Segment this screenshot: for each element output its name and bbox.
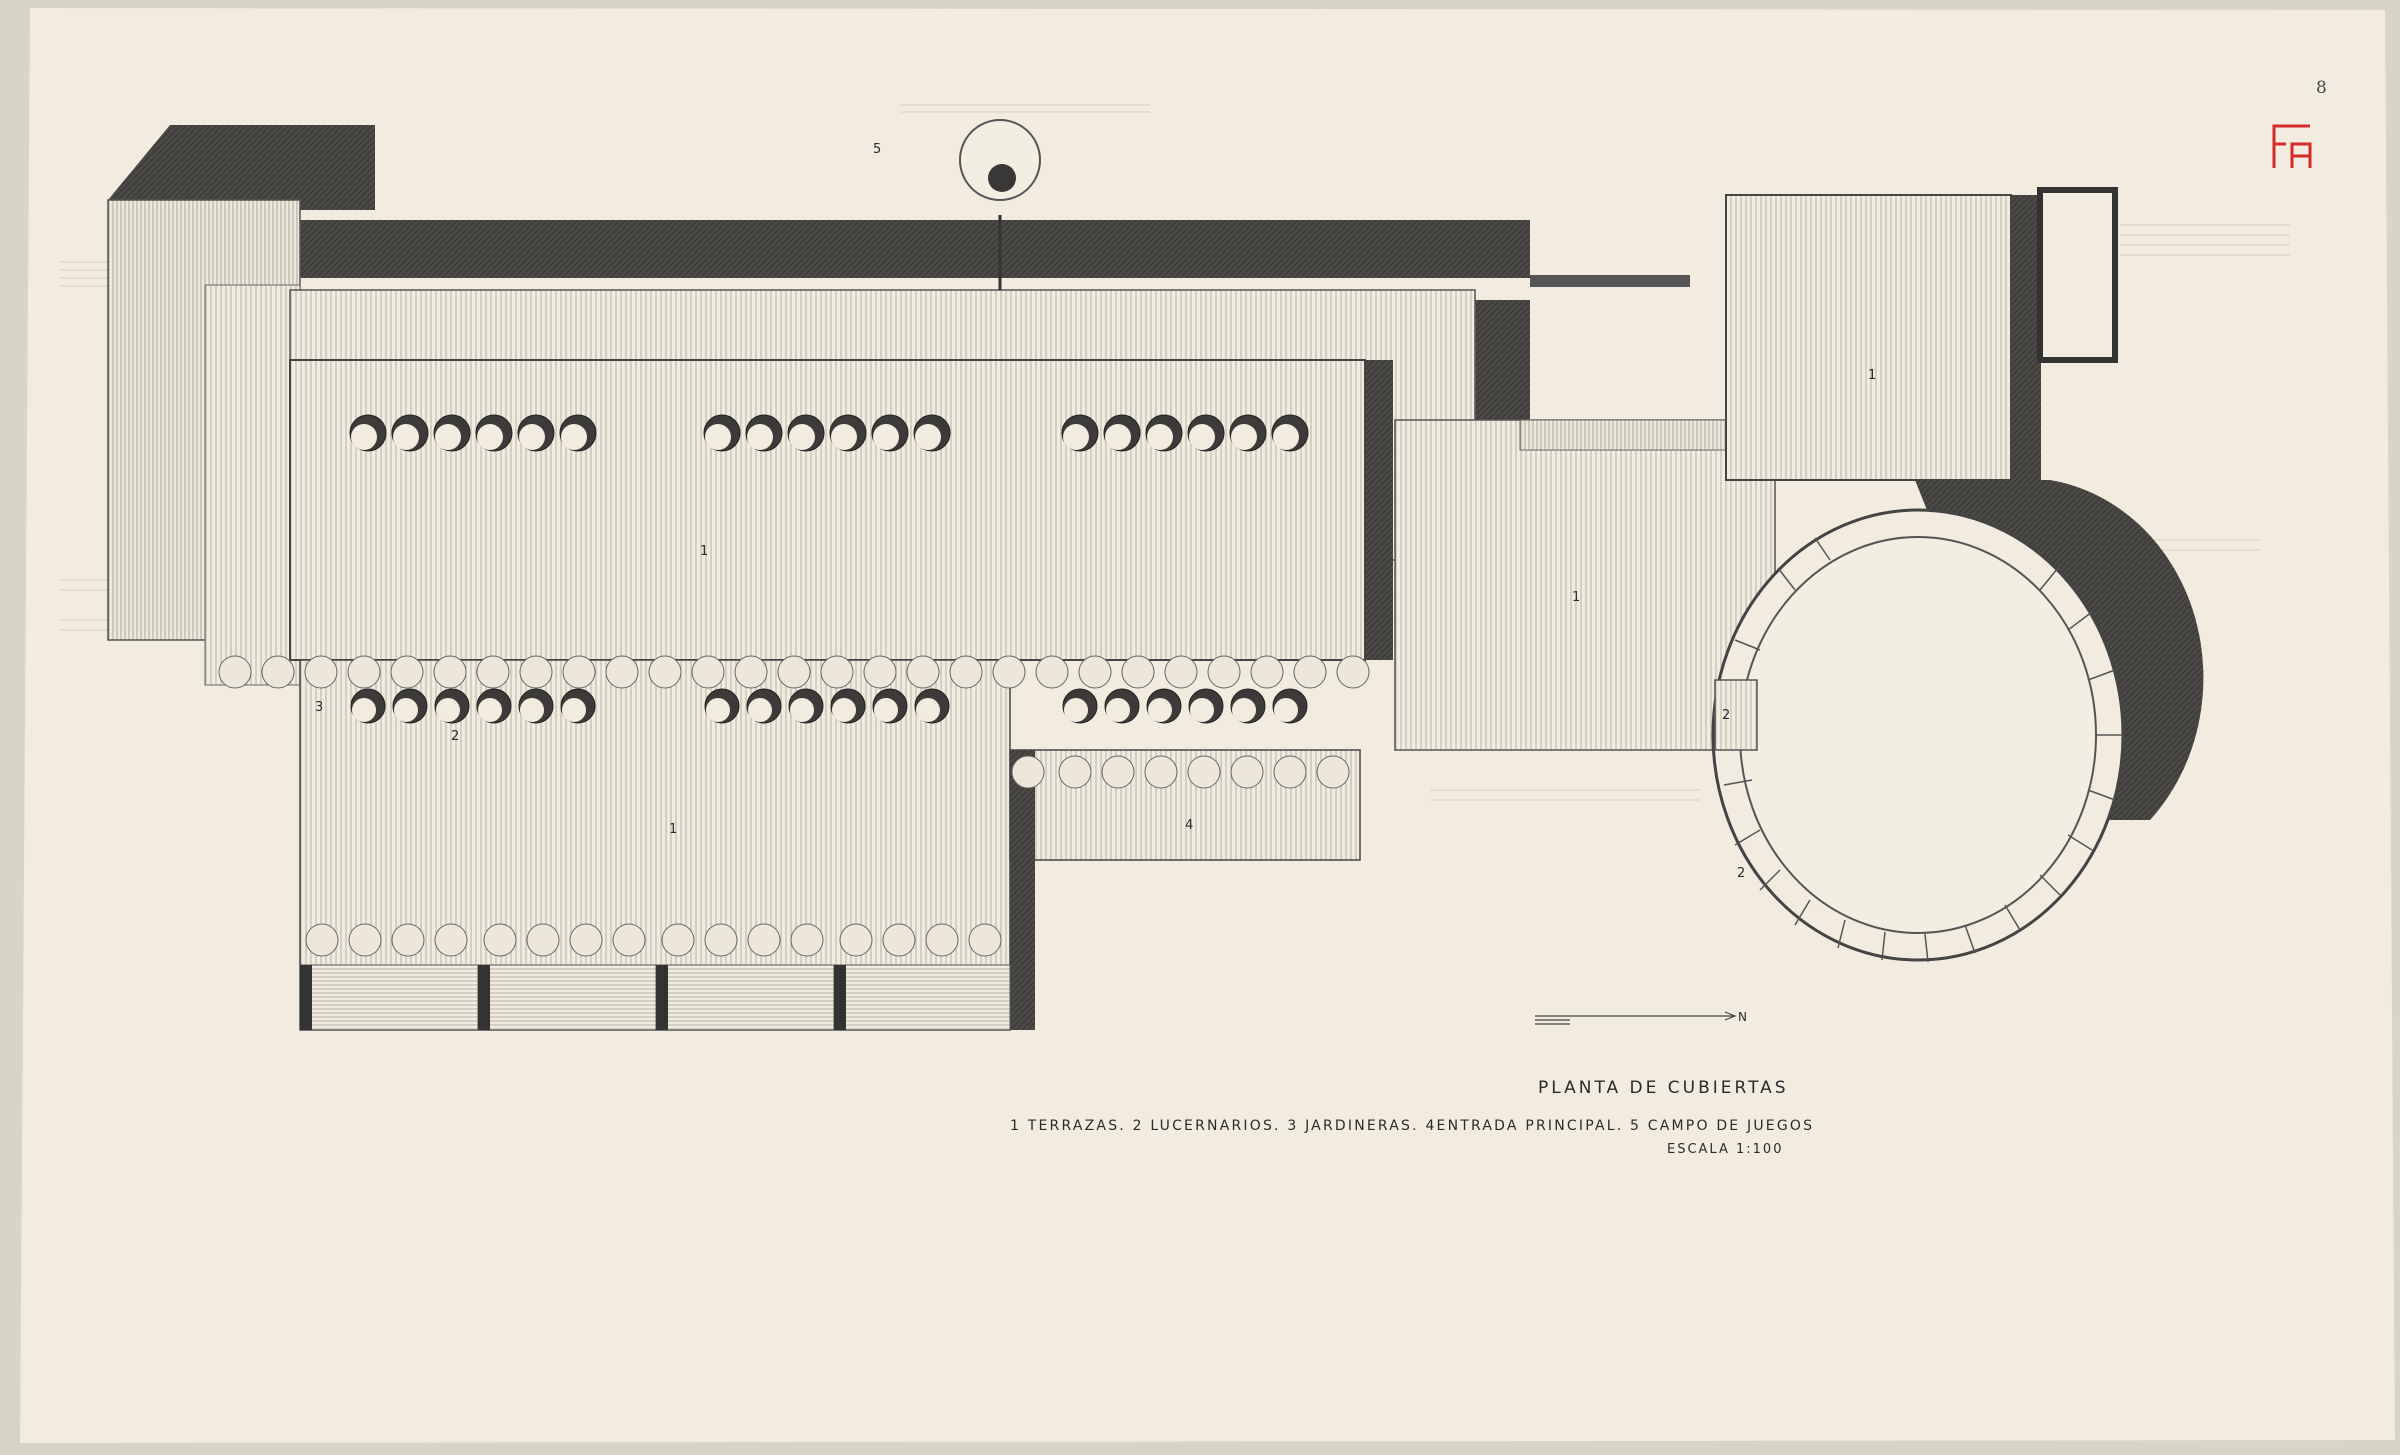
north-label: N bbox=[1738, 1010, 1747, 1024]
plan-label-terrace: 1 bbox=[669, 822, 678, 837]
sheet-number: 8 bbox=[2316, 78, 2327, 98]
plan-label-entrance: 4 bbox=[1185, 818, 1194, 833]
fa-logo-icon bbox=[2272, 124, 2312, 168]
plan-label-skylight: 2 bbox=[1722, 708, 1731, 723]
plan-label-planter: 3 bbox=[315, 700, 324, 715]
plan-label-terrace: 1 bbox=[1572, 590, 1581, 605]
drawing-legend: 1 TERRAZAS. 2 LUCERNARIOS. 3 JARDINERAS.… bbox=[1010, 1118, 1815, 1134]
drawing-scale: ESCALA 1:100 bbox=[1667, 1142, 1784, 1157]
entrance-planters bbox=[1011, 755, 1350, 789]
east-terrace bbox=[1394, 419, 1776, 751]
central-roof-block bbox=[289, 359, 1366, 661]
south-planters bbox=[305, 923, 1002, 957]
drawing-title: PLANTA DE CUBIERTAS bbox=[1538, 1078, 1789, 1098]
plan-label-skylight: 2 bbox=[451, 729, 460, 744]
south-steps bbox=[299, 964, 1011, 1031]
skylights-upper-glass bbox=[351, 424, 1299, 450]
circular-court bbox=[1711, 480, 2204, 963]
northeast-tower bbox=[1725, 187, 2118, 481]
skylights-lower-glass bbox=[352, 698, 1298, 722]
step-shadows bbox=[300, 965, 846, 1030]
plan-label-play-field: 5 bbox=[873, 142, 882, 157]
plan-label-terrace: 1 bbox=[700, 544, 709, 559]
plan-label-terrace: 1 bbox=[1868, 368, 1877, 383]
planter-row bbox=[218, 655, 1370, 689]
play-field bbox=[959, 119, 1041, 290]
plan-label-skylight: 2 bbox=[1737, 866, 1746, 881]
north-arrow bbox=[1535, 1011, 1737, 1025]
